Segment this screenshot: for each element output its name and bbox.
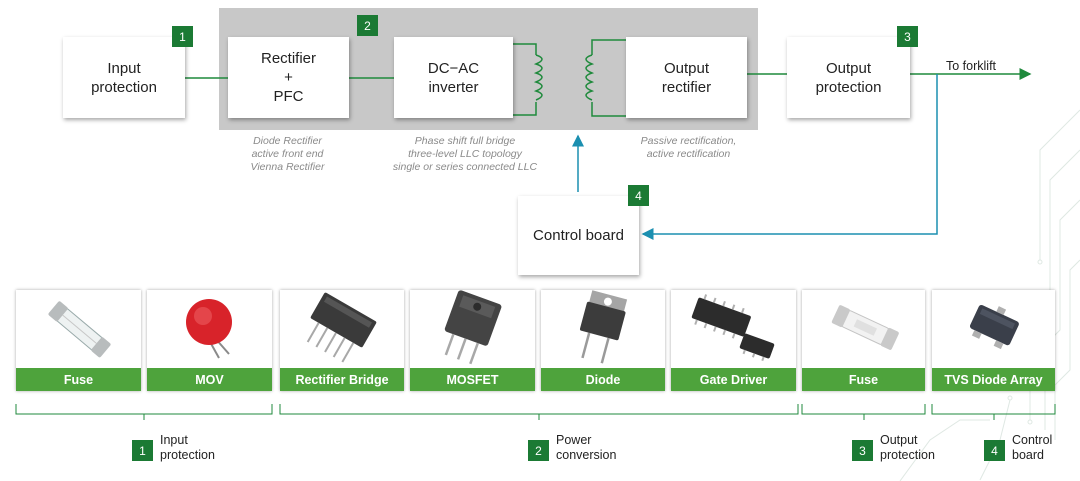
block-label: Rectifier + PFC [260, 50, 316, 105]
badge-3: 3 [897, 26, 918, 47]
component-card-rectifier-bridge: Rectifier Bridge [280, 290, 404, 391]
wire-inverter-to-transformer-bottom [513, 102, 537, 116]
block-label: Output rectifier [661, 59, 712, 96]
block-label: Control board [533, 227, 624, 244]
mosfet-icon [444, 290, 502, 365]
component-card-fuse-input: Fuse [16, 290, 141, 391]
group-label-output-protection: Output protection [880, 433, 935, 462]
component-label: Fuse [802, 368, 925, 391]
badge-2: 2 [357, 15, 378, 36]
block-label: Input protection [91, 59, 157, 96]
component-label: MOV [147, 368, 272, 391]
group-label-power-conversion: Power conversion [556, 433, 617, 462]
to-forklift-label: To forklift [946, 59, 997, 73]
rectifier-note: Diode Rectifier active front end Vienna … [250, 135, 325, 173]
wire-transformer-to-rectifier-top [591, 39, 626, 55]
bracket-input-protection [15, 404, 273, 420]
tvs-diode-array-icon [969, 305, 1019, 350]
mov-varistor-icon [186, 299, 232, 359]
component-label: Rectifier Bridge [280, 368, 404, 391]
group-badge-2: 2 [528, 440, 549, 461]
component-card-tvs-diode-array: TVS Diode Array [932, 290, 1055, 391]
component-card-fuse-output: Fuse [802, 290, 925, 391]
input-protection-block: Input protection [63, 37, 185, 118]
output-protection-block: Output protection [787, 37, 910, 118]
bracket-power-conversion [279, 404, 799, 420]
component-label: TVS Diode Array [932, 368, 1055, 391]
component-label: Fuse [16, 368, 141, 391]
transformer-secondary-coil [585, 54, 595, 101]
bracket-output-protection [801, 404, 926, 420]
component-card-mov: MOV [147, 290, 272, 391]
output-note: Passive rectification, active rectificat… [640, 135, 737, 160]
block-label: DC−AC inverter [427, 59, 480, 96]
diode-icon [579, 290, 628, 364]
transformer-primary-coil [533, 54, 543, 101]
wire-inverter-to-transformer-top [513, 43, 537, 55]
wire-transformer-to-rectifier-bottom [591, 102, 626, 117]
component-card-mosfet: MOSFET [410, 290, 535, 391]
component-label: Gate Driver [671, 368, 796, 391]
rectifier-bridge-icon [306, 292, 377, 363]
output-rectifier-block: Output rectifier [626, 37, 747, 118]
badge-1: 1 [172, 26, 193, 47]
rectifier-pfc-block: Rectifier + PFC [228, 37, 349, 118]
group-badge-4: 4 [984, 440, 1005, 461]
dc-ac-inverter-block: DC−AC inverter [394, 37, 513, 118]
group-badge-1: 1 [132, 440, 153, 461]
group-label-control-board: Control board [1012, 433, 1053, 462]
badge-4: 4 [628, 185, 649, 206]
group-badge-3: 3 [852, 440, 873, 461]
component-card-gate-driver: Gate Driver [671, 290, 796, 391]
fuse-icon [831, 305, 899, 350]
component-label: MOSFET [410, 368, 535, 391]
component-label: Diode [541, 368, 665, 391]
control-board-block: Control board [518, 196, 639, 275]
control-feedback-wire [641, 74, 938, 240]
group-label-input-protection: Input protection [160, 433, 215, 462]
block-label: Output protection [815, 59, 882, 96]
component-card-diode: Diode [541, 290, 665, 391]
gate-driver-ic-icon [691, 294, 775, 362]
inverter-note: Phase shift full bridge three-level LLC … [392, 135, 538, 173]
fuse-icon [48, 301, 111, 358]
bracket-control-board [931, 404, 1056, 420]
